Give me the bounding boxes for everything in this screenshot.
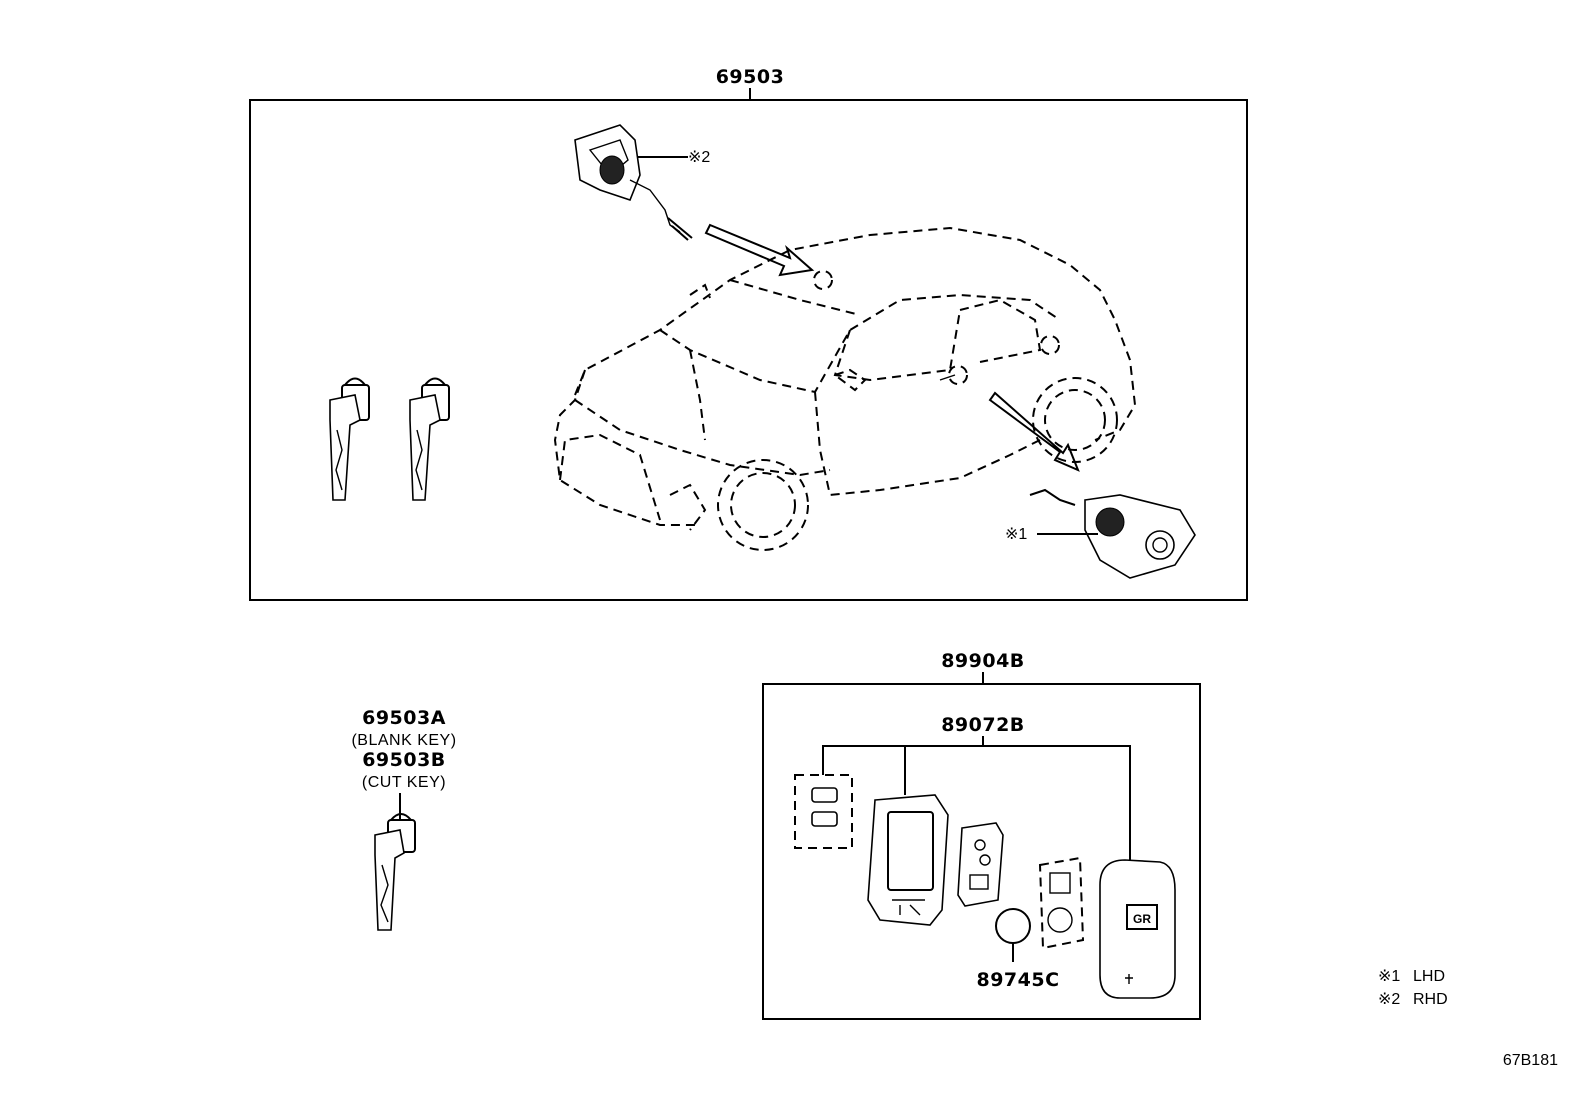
door-lock-cylinder-rhd-icon [574,124,693,241]
legend-text-2: RHD [1413,991,1448,1008]
arrow-top-icon [704,223,815,277]
arrow-bottom-icon [988,391,1080,472]
assembly-box-69503 [249,99,1248,601]
logo-gr-icon: GR [1133,912,1151,926]
label-89072B: 89072B [941,714,1025,736]
battery-icon [995,908,1031,944]
key-1-icon [329,377,370,501]
cover-plate-icon [1038,856,1085,950]
button-set-icon [794,774,853,849]
label-69503B: 69503B [362,749,446,771]
label-cut-key: (CUT KEY) [362,774,446,791]
label-69503A: 69503A [362,707,446,729]
car-icon [553,226,1137,551]
remote-kit-box [762,683,1201,1020]
label-89904B: 89904B [941,650,1025,672]
figure-code: 67B181 [1503,1052,1558,1069]
key-2-icon [409,377,450,501]
legend-text-1: LHD [1413,968,1445,985]
callout-1: ※1 [1005,526,1027,543]
key-shell-icon: GR [1099,859,1176,999]
label-89745C: 89745C [976,969,1059,991]
key-single-icon [374,813,416,931]
door-lock-cylinder-lhd-icon [1029,488,1196,579]
legend-mark-1: ※1 [1378,968,1400,985]
label-69503: 69503 [716,66,785,88]
legend-mark-2: ※2 [1378,991,1400,1008]
callout-2: ※2 [688,149,710,166]
label-blank-key: (BLANK KEY) [351,732,456,749]
housing-frame-icon [867,794,949,926]
circuit-board-icon [957,822,1004,907]
